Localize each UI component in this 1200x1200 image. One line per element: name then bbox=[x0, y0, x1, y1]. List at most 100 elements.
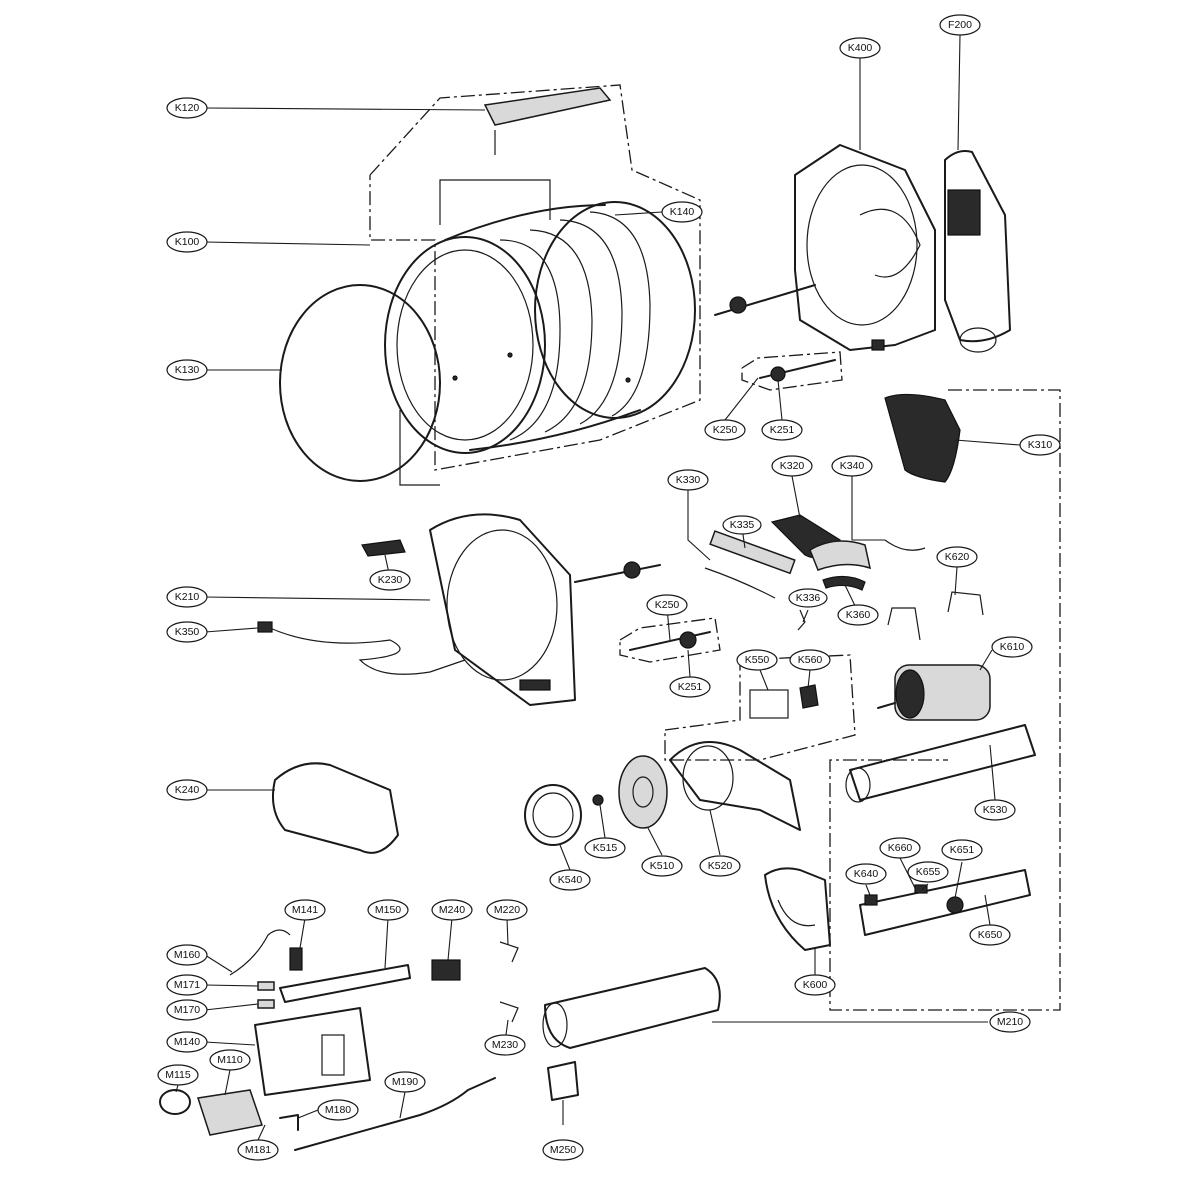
leader-K560 bbox=[807, 669, 811, 689]
part-label[interactable]: K651 bbox=[941, 839, 983, 861]
part-label-text: K320 bbox=[780, 460, 805, 472]
leader-M181 bbox=[257, 1124, 266, 1141]
leader-K340 bbox=[851, 476, 885, 541]
leader-K320 bbox=[791, 475, 801, 519]
part-label-text: K510 bbox=[650, 860, 675, 872]
part-label[interactable]: K251 bbox=[669, 676, 711, 698]
part-label[interactable]: K510 bbox=[641, 855, 683, 877]
part-label[interactable]: K600 bbox=[794, 974, 836, 996]
part-label-text: M250 bbox=[550, 1144, 576, 1156]
part-label-text: K610 bbox=[1000, 641, 1025, 653]
drum-group-outline bbox=[369, 84, 701, 471]
part-label[interactable]: M115 bbox=[157, 1064, 199, 1086]
part-label[interactable]: K100 bbox=[166, 231, 208, 253]
m180-fitting bbox=[279, 1114, 299, 1131]
part-label-text: K600 bbox=[803, 979, 828, 991]
drum-front-rim bbox=[384, 236, 546, 454]
part-label[interactable]: K251 bbox=[761, 419, 803, 441]
k520-opening bbox=[682, 745, 734, 811]
part-label[interactable]: M180 bbox=[317, 1099, 359, 1121]
part-label[interactable]: K330 bbox=[667, 469, 709, 491]
part-label[interactable]: K340 bbox=[831, 455, 873, 477]
leader-M190 bbox=[399, 1091, 406, 1119]
part-label[interactable]: M160 bbox=[166, 944, 208, 966]
part-label[interactable]: F200 bbox=[939, 14, 981, 36]
drum-dot-2 bbox=[625, 377, 631, 383]
part-label[interactable]: K335 bbox=[722, 515, 762, 535]
part-label[interactable]: K610 bbox=[991, 636, 1033, 658]
part-label[interactable]: K360 bbox=[837, 604, 879, 626]
leader-K250 bbox=[724, 377, 759, 421]
part-label[interactable]: M230 bbox=[484, 1034, 526, 1056]
part-label-text: K651 bbox=[950, 844, 975, 856]
part-label[interactable]: K540 bbox=[549, 869, 591, 891]
part-label[interactable]: K400 bbox=[839, 37, 881, 59]
k540-seal bbox=[524, 784, 582, 846]
part-label[interactable]: K350 bbox=[166, 621, 208, 643]
part-label[interactable]: K140 bbox=[661, 201, 703, 223]
blower-group-outline bbox=[664, 654, 856, 761]
part-label[interactable]: K130 bbox=[166, 359, 208, 381]
leader-F200 bbox=[957, 34, 961, 151]
k340-gasket bbox=[809, 540, 872, 571]
part-label[interactable]: M181 bbox=[237, 1139, 279, 1161]
lifter-baffle bbox=[439, 87, 612, 225]
part-label[interactable]: M141 bbox=[284, 899, 326, 921]
part-label[interactable]: K650 bbox=[969, 924, 1011, 946]
part-label[interactable]: K250 bbox=[704, 419, 746, 441]
k610-motor-shaft bbox=[877, 702, 896, 709]
part-label[interactable]: M140 bbox=[166, 1031, 208, 1053]
leader-M171 bbox=[204, 984, 259, 987]
k251-lower-bearing bbox=[679, 631, 697, 649]
part-label[interactable]: K620 bbox=[936, 546, 978, 568]
k510-wheel-hub bbox=[632, 776, 654, 808]
part-label[interactable]: K550 bbox=[736, 649, 778, 671]
part-label[interactable]: K660 bbox=[879, 837, 921, 859]
part-label-text: K310 bbox=[1028, 439, 1053, 451]
part-label[interactable]: K230 bbox=[369, 569, 411, 591]
motor-assembly bbox=[877, 591, 991, 721]
part-label[interactable]: K520 bbox=[699, 855, 741, 877]
m140-bracket bbox=[254, 1007, 371, 1096]
part-label[interactable]: K120 bbox=[166, 97, 208, 119]
part-label[interactable]: K210 bbox=[166, 586, 208, 608]
m210-tube-end bbox=[542, 1002, 568, 1048]
k651-pulley bbox=[946, 896, 964, 914]
part-label-text: K620 bbox=[945, 551, 970, 563]
part-label-text: M110 bbox=[217, 1054, 243, 1066]
gas-valve-assembly bbox=[159, 929, 496, 1151]
front-bulkhead bbox=[429, 513, 576, 706]
part-label[interactable]: M190 bbox=[384, 1071, 426, 1093]
drum-bottom-edge bbox=[469, 409, 641, 451]
part-label[interactable]: K310 bbox=[1019, 434, 1061, 456]
part-label-text: K560 bbox=[798, 654, 823, 666]
k335-plate bbox=[709, 530, 796, 575]
part-label[interactable]: M150 bbox=[367, 899, 409, 921]
part-label[interactable]: K240 bbox=[166, 779, 208, 801]
m150-manifold bbox=[279, 964, 411, 1003]
k530-duct-opening bbox=[845, 767, 871, 803]
part-label[interactable]: K250 bbox=[646, 594, 688, 616]
part-label[interactable]: M210 bbox=[989, 1011, 1031, 1033]
part-label[interactable]: M110 bbox=[209, 1049, 251, 1071]
k550-sensor-box bbox=[749, 689, 789, 719]
part-label[interactable]: K336 bbox=[788, 588, 828, 608]
part-label-text: M220 bbox=[494, 904, 520, 916]
k620-clip-left bbox=[887, 607, 921, 641]
leader-K336 bbox=[802, 609, 809, 623]
part-label[interactable]: K320 bbox=[771, 455, 813, 477]
part-label[interactable]: K515 bbox=[584, 837, 626, 859]
part-label[interactable]: M250 bbox=[542, 1139, 584, 1161]
part-label[interactable]: M170 bbox=[166, 999, 208, 1021]
part-label[interactable]: K640 bbox=[845, 863, 887, 885]
filter-housing-outlet bbox=[959, 327, 997, 353]
part-label[interactable]: M220 bbox=[486, 899, 528, 921]
part-label-text: K540 bbox=[558, 874, 583, 886]
k350-cord bbox=[257, 621, 466, 675]
part-label[interactable]: K560 bbox=[789, 649, 831, 671]
part-label[interactable]: K655 bbox=[907, 861, 949, 883]
part-label[interactable]: M240 bbox=[431, 899, 473, 921]
part-label[interactable]: M171 bbox=[166, 974, 208, 996]
part-label[interactable]: K530 bbox=[974, 799, 1016, 821]
m110-valve bbox=[197, 1089, 263, 1136]
